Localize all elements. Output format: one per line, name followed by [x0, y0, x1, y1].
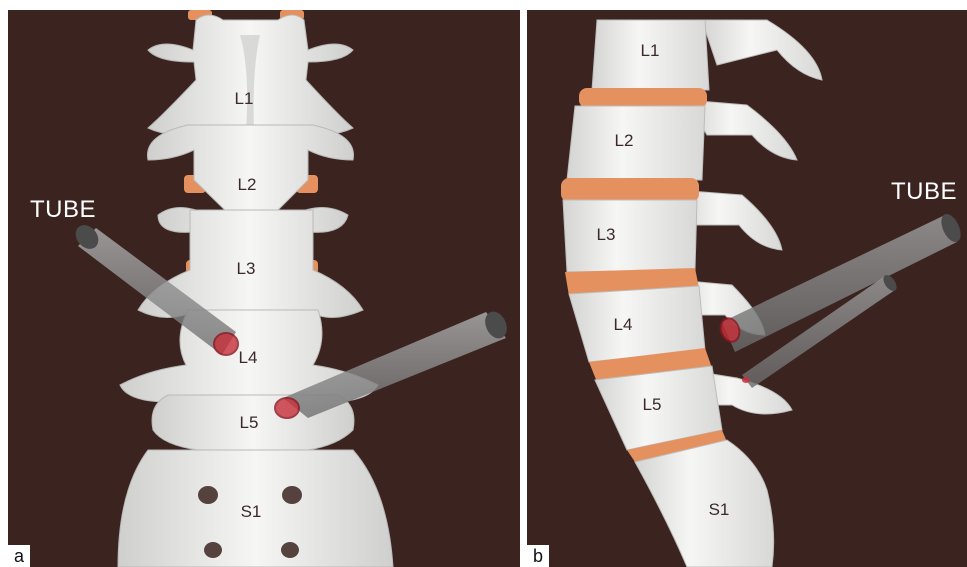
- sacrum-s1: [635, 440, 774, 567]
- panel-letter: b: [527, 545, 549, 567]
- label-l1: L1: [235, 89, 254, 108]
- tube-label: TUBE: [30, 196, 96, 224]
- label-l3: L3: [237, 259, 256, 278]
- label-l4: L4: [239, 348, 258, 367]
- label-s1: S1: [241, 502, 262, 521]
- label-l5: L5: [240, 413, 259, 432]
- label-l3: L3: [597, 225, 616, 244]
- vertebra-l1: [148, 15, 353, 134]
- label-l2: L2: [238, 175, 257, 194]
- target-spot-l4: [214, 333, 238, 355]
- disc: [579, 88, 707, 108]
- panel-a-posterior-view: L1 L2 L3 L4 L5 S1 TUBE a: [8, 10, 520, 567]
- label-l2: L2: [615, 131, 634, 150]
- label-s1: S1: [709, 500, 730, 519]
- disc: [561, 178, 699, 202]
- label-l4: L4: [614, 315, 633, 334]
- vertebra-l3: [563, 200, 697, 272]
- panel-letter: a: [8, 545, 30, 567]
- spine-lateral-illustration: L1 L2 L3 L4 L5 S1: [527, 10, 967, 567]
- tube-label: TUBE: [891, 178, 957, 206]
- label-l5: L5: [643, 395, 662, 414]
- spine-posterior-illustration: L1 L2 L3 L4 L5 S1: [8, 10, 520, 567]
- panel-b-lateral-view: L1 L2 L3 L4 L5 S1 TUBE b: [527, 10, 967, 567]
- vertebra-l2: [567, 106, 705, 180]
- label-l1: L1: [641, 41, 660, 60]
- target-spot-l5: [742, 377, 750, 383]
- target-spot-l5: [275, 398, 299, 418]
